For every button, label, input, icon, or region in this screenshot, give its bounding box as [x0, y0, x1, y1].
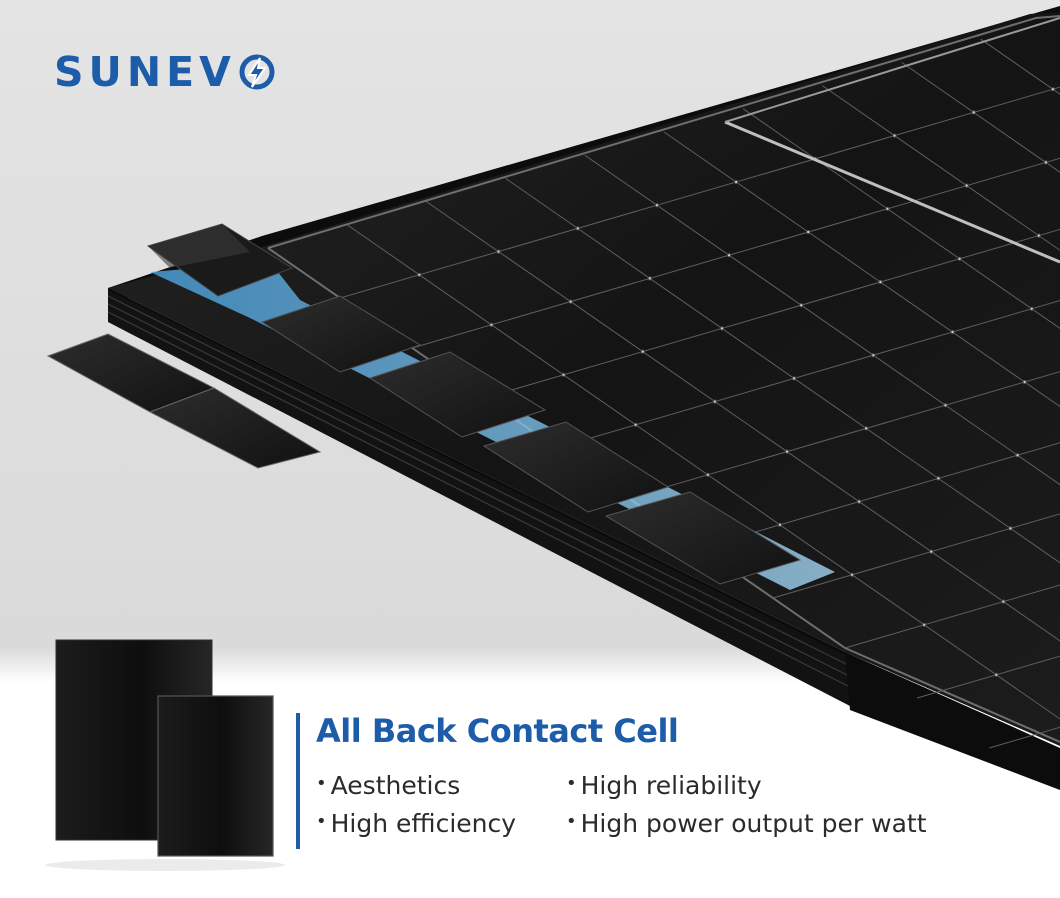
cell-samples — [45, 639, 285, 871]
feature-item: • High efficiency — [316, 807, 516, 841]
loose-cells — [46, 333, 322, 469]
panel-face — [108, 12, 1060, 746]
feature-label: High power output per watt — [580, 809, 927, 838]
feature-item: • High reliability — [566, 769, 762, 803]
product-title: All Back Contact Cell — [316, 712, 679, 750]
panel-busbar — [724, 120, 1060, 264]
brand-logo: SUNEV — [54, 50, 277, 94]
brand-name: SUNEV — [54, 48, 236, 96]
o-lightning-bolt-icon — [239, 54, 275, 90]
feature-label: Aesthetics — [330, 771, 461, 800]
cell-grid — [339, 8, 1060, 840]
accent-rule — [296, 713, 300, 849]
feature-label: High reliability — [580, 771, 762, 800]
feature-item: • High power output per watt — [566, 807, 927, 841]
product-info: All Back Contact Cell • Aesthetics • Hig… — [296, 713, 1016, 849]
exploded-cells — [260, 295, 802, 585]
feature-label: High efficiency — [330, 809, 517, 838]
feature-item: • Aesthetics — [316, 769, 460, 803]
